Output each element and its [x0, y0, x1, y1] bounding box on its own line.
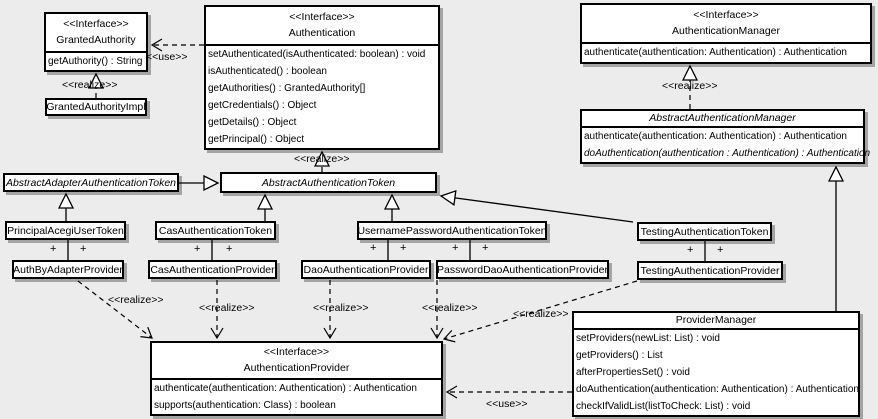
method-row: isAuthenticated() : boolean — [208, 66, 327, 77]
class-granted-authority[interactable]: <<Interface>> GrantedAuthority getAuthor… — [44, 12, 148, 72]
association-plus: + — [370, 242, 377, 254]
class-cas-authentication-token[interactable]: CasAuthenticationToken — [155, 221, 276, 240]
class-name: TestingAuthenticationToken — [640, 225, 769, 238]
class-cas-authentication-provider[interactable]: CasAuthenticationProvider — [148, 260, 277, 279]
realize-label: <<realize>> — [513, 308, 569, 320]
class-testing-authentication-provider[interactable]: TestingAuthenticationProvider — [637, 261, 783, 280]
class-name: PasswordDaoAuthenticationProvider — [437, 263, 609, 276]
stereotype-label: <<Interface>> — [63, 18, 129, 30]
association-plus: + — [50, 243, 57, 255]
use-label: <<use>> — [146, 51, 188, 63]
class-auth-by-adapter-provider[interactable]: AuthByAdapterProvider — [12, 260, 124, 279]
class-name: CasAuthenticationToken — [158, 224, 273, 237]
realize-label: <<realize>> — [199, 302, 255, 314]
class-name: AuthenticationManager — [672, 25, 780, 37]
class-name: AuthenticationProvider — [243, 362, 350, 374]
method-row: doAuthentication(authentication: Authent… — [576, 384, 859, 395]
stereotype-label: <<Interface>> — [289, 11, 355, 23]
method-row: getAuthority() : String — [48, 56, 143, 67]
method-row: getAuthorities() : GrantedAuthority[] — [208, 83, 366, 94]
class-header: AbstractAuthenticationManager — [582, 111, 863, 128]
realize-label: <<realize>> — [422, 302, 478, 314]
realize-label: <<realize>> — [313, 302, 369, 314]
method-row: checkIfValidList(listToCheck: List) : vo… — [576, 401, 751, 412]
class-username-password-authentication-token[interactable]: UsernamePasswordAuthenticationToken — [357, 221, 547, 240]
class-dao-authentication-provider[interactable]: DaoAuthenticationProvider — [301, 260, 431, 279]
class-abstract-authentication-manager[interactable]: AbstractAuthenticationManager authentica… — [580, 109, 871, 164]
class-abstract-adapter-authentication-token[interactable]: AbstractAdapterAuthenticationToken — [3, 173, 179, 192]
use-label: <<use>> — [486, 398, 528, 410]
class-testing-authentication-token[interactable]: TestingAuthenticationToken — [637, 222, 772, 241]
class-name: AbstractAuthenticationToken — [261, 176, 396, 189]
class-name: PrincipalAcegiUserToken — [7, 224, 124, 237]
class-header: <<Interface>> Authentication — [206, 7, 438, 46]
class-name: CasAuthenticationProvider — [150, 263, 275, 276]
association-plus: + — [687, 244, 694, 256]
stereotype-label: <<Interface>> — [263, 346, 330, 358]
association-plus: + — [226, 243, 233, 255]
method-row: getPrincipal() : Object — [208, 134, 305, 145]
class-name: ProviderManager — [675, 314, 757, 326]
connector-generalization-testing-token-to-abstract-token — [441, 196, 634, 223]
class-name: AuthByAdapterProvider — [13, 263, 123, 276]
class-name: AbstractAdapterAuthenticationToken — [5, 176, 177, 189]
class-principal-acegi-user-token[interactable]: PrincipalAcegiUserToken — [5, 221, 126, 240]
class-authentication-provider[interactable]: <<Interface>> AuthenticationProvider aut… — [150, 341, 443, 416]
association-plus: + — [80, 243, 87, 255]
class-header: <<Interface>> GrantedAuthority — [46, 14, 146, 53]
method-row: supports(authentication: Class) : boolea… — [154, 400, 336, 411]
method-row: setAuthenticated(isAuthenticated: boolea… — [208, 49, 426, 60]
method-row: doAuthentication(authentication : Authen… — [584, 148, 871, 159]
association-plus: + — [482, 242, 489, 254]
association-plus: + — [194, 243, 201, 255]
method-row: authenticate(authentication: Authenticat… — [584, 47, 847, 58]
method-row: authenticate(authentication: Authenticat… — [584, 131, 847, 142]
method-row: getDetails() : Object — [208, 117, 297, 128]
realize-label: <<realize>> — [108, 294, 164, 306]
class-name: GrantedAuthorityImpl — [46, 101, 146, 113]
method-row: authenticate(authentication: Authenticat… — [154, 383, 417, 394]
class-header: <<Interface>> AuthenticationManager — [582, 5, 870, 44]
class-password-dao-authentication-provider[interactable]: PasswordDaoAuthenticationProvider — [436, 260, 609, 279]
class-name: GrantedAuthority — [56, 34, 136, 46]
method-row: getProviders() : List — [576, 350, 663, 361]
class-granted-authority-impl[interactable]: GrantedAuthorityImpl — [45, 98, 147, 116]
connector-realize-authbyadapter-to-authentication-provider — [77, 280, 153, 339]
stereotype-label: <<Interface>> — [693, 9, 759, 21]
class-authentication-manager[interactable]: <<Interface>> AuthenticationManager auth… — [580, 3, 872, 64]
association-plus: + — [452, 242, 459, 254]
realize-label: <<realize>> — [294, 153, 350, 165]
association-plus: + — [717, 244, 724, 256]
association-plus: + — [400, 242, 407, 254]
class-authentication[interactable]: <<Interface>> Authentication setAuthenti… — [204, 5, 440, 150]
class-name: Authentication — [288, 27, 356, 39]
class-name: DaoAuthenticationProvider — [303, 263, 429, 276]
class-provider-manager[interactable]: ProviderManager setProviders(newList: Li… — [572, 311, 860, 417]
realize-label: <<realize>> — [662, 80, 718, 92]
method-row: afterPropertiesSet() : void — [576, 367, 690, 378]
method-row: setProviders(newList: List) : void — [576, 333, 720, 344]
realize-label: <<realize>> — [62, 79, 118, 91]
class-header: ProviderManager — [574, 313, 858, 330]
class-name: AbstractAuthenticationManager — [649, 112, 796, 124]
class-name: TestingAuthenticationProvider — [640, 264, 780, 277]
class-header: <<Interface>> AuthenticationProvider — [152, 343, 441, 380]
class-abstract-authentication-token[interactable]: AbstractAuthenticationToken — [220, 172, 437, 193]
class-name: UsernamePasswordAuthenticationToken — [357, 224, 547, 237]
method-row: getCredentials() : Object — [208, 100, 317, 111]
